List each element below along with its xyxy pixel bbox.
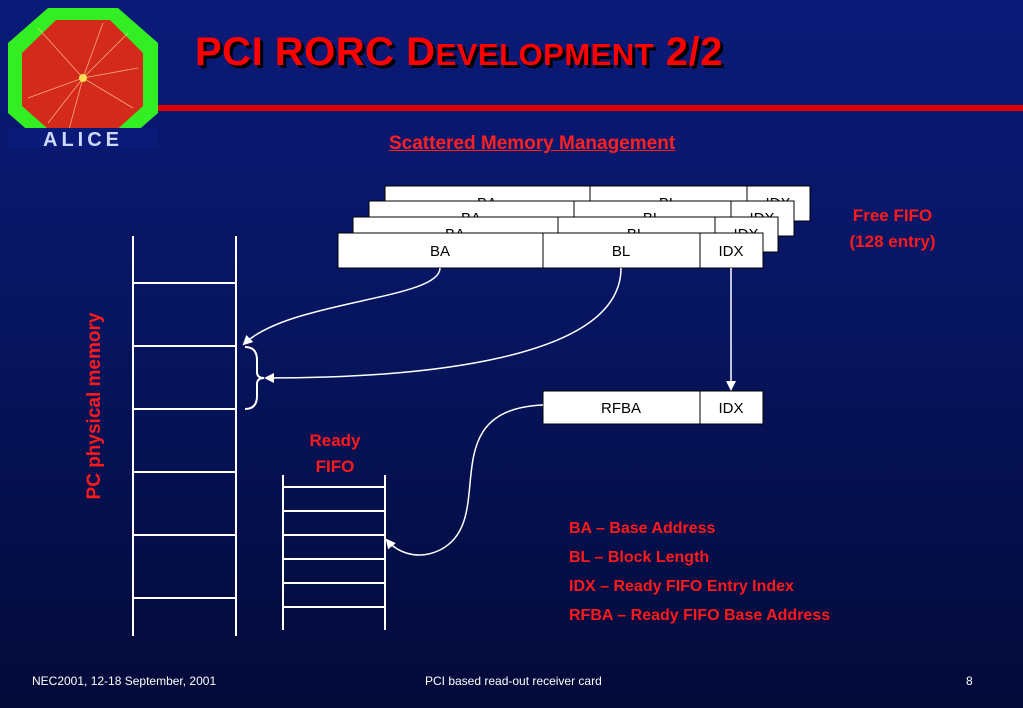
ready-fifo-block: [282, 475, 386, 630]
page-number: 8: [966, 674, 973, 688]
title-divider: [158, 105, 1023, 111]
legend-item: BA – Base Address: [569, 520, 716, 537]
cell-bl: BL: [612, 243, 630, 260]
arrow-bl-to-memory: [264, 267, 622, 383]
footer-event: NEC2001, 12-18 September, 2001: [32, 674, 217, 688]
footer-topic: PCI based read-out receiver card: [425, 674, 602, 688]
ready-fifo-label: Ready FIFO: [309, 431, 361, 476]
legend-item: RFBA – Ready FIFO Base Address: [569, 607, 831, 624]
free-fifo-entry-1: BA BL IDX: [337, 232, 764, 269]
legend-item: BL – Block Length: [569, 549, 710, 566]
memory-brace: [244, 346, 265, 410]
cell-rfba: RFBA: [601, 400, 641, 417]
ready-entry: RFBA IDX: [542, 390, 764, 425]
page-title: PCI RORC DEVELOPMENT 2/2: [195, 30, 723, 74]
arrow-rfba-to-ready-fifo: [385, 404, 544, 556]
legend-item: IDX – Ready FIFO Entry Index: [569, 578, 794, 595]
cell-idx: IDX: [718, 243, 743, 260]
alice-logo: ALICE: [8, 8, 158, 148]
legend: BA – Base Address BL – Block Length IDX …: [569, 516, 830, 632]
logo-text: ALICE: [43, 129, 123, 148]
subtitle: Scattered Memory Management: [389, 133, 676, 154]
arrow-ba-to-memory: [242, 267, 441, 346]
cell-idx-ready: IDX: [718, 400, 743, 417]
free-fifo-label: Free FIFO (128 entry): [849, 206, 936, 251]
cell-ba: BA: [430, 243, 450, 260]
pc-memory-label: PC physical memory: [84, 312, 105, 500]
pc-memory-block: [132, 236, 237, 636]
